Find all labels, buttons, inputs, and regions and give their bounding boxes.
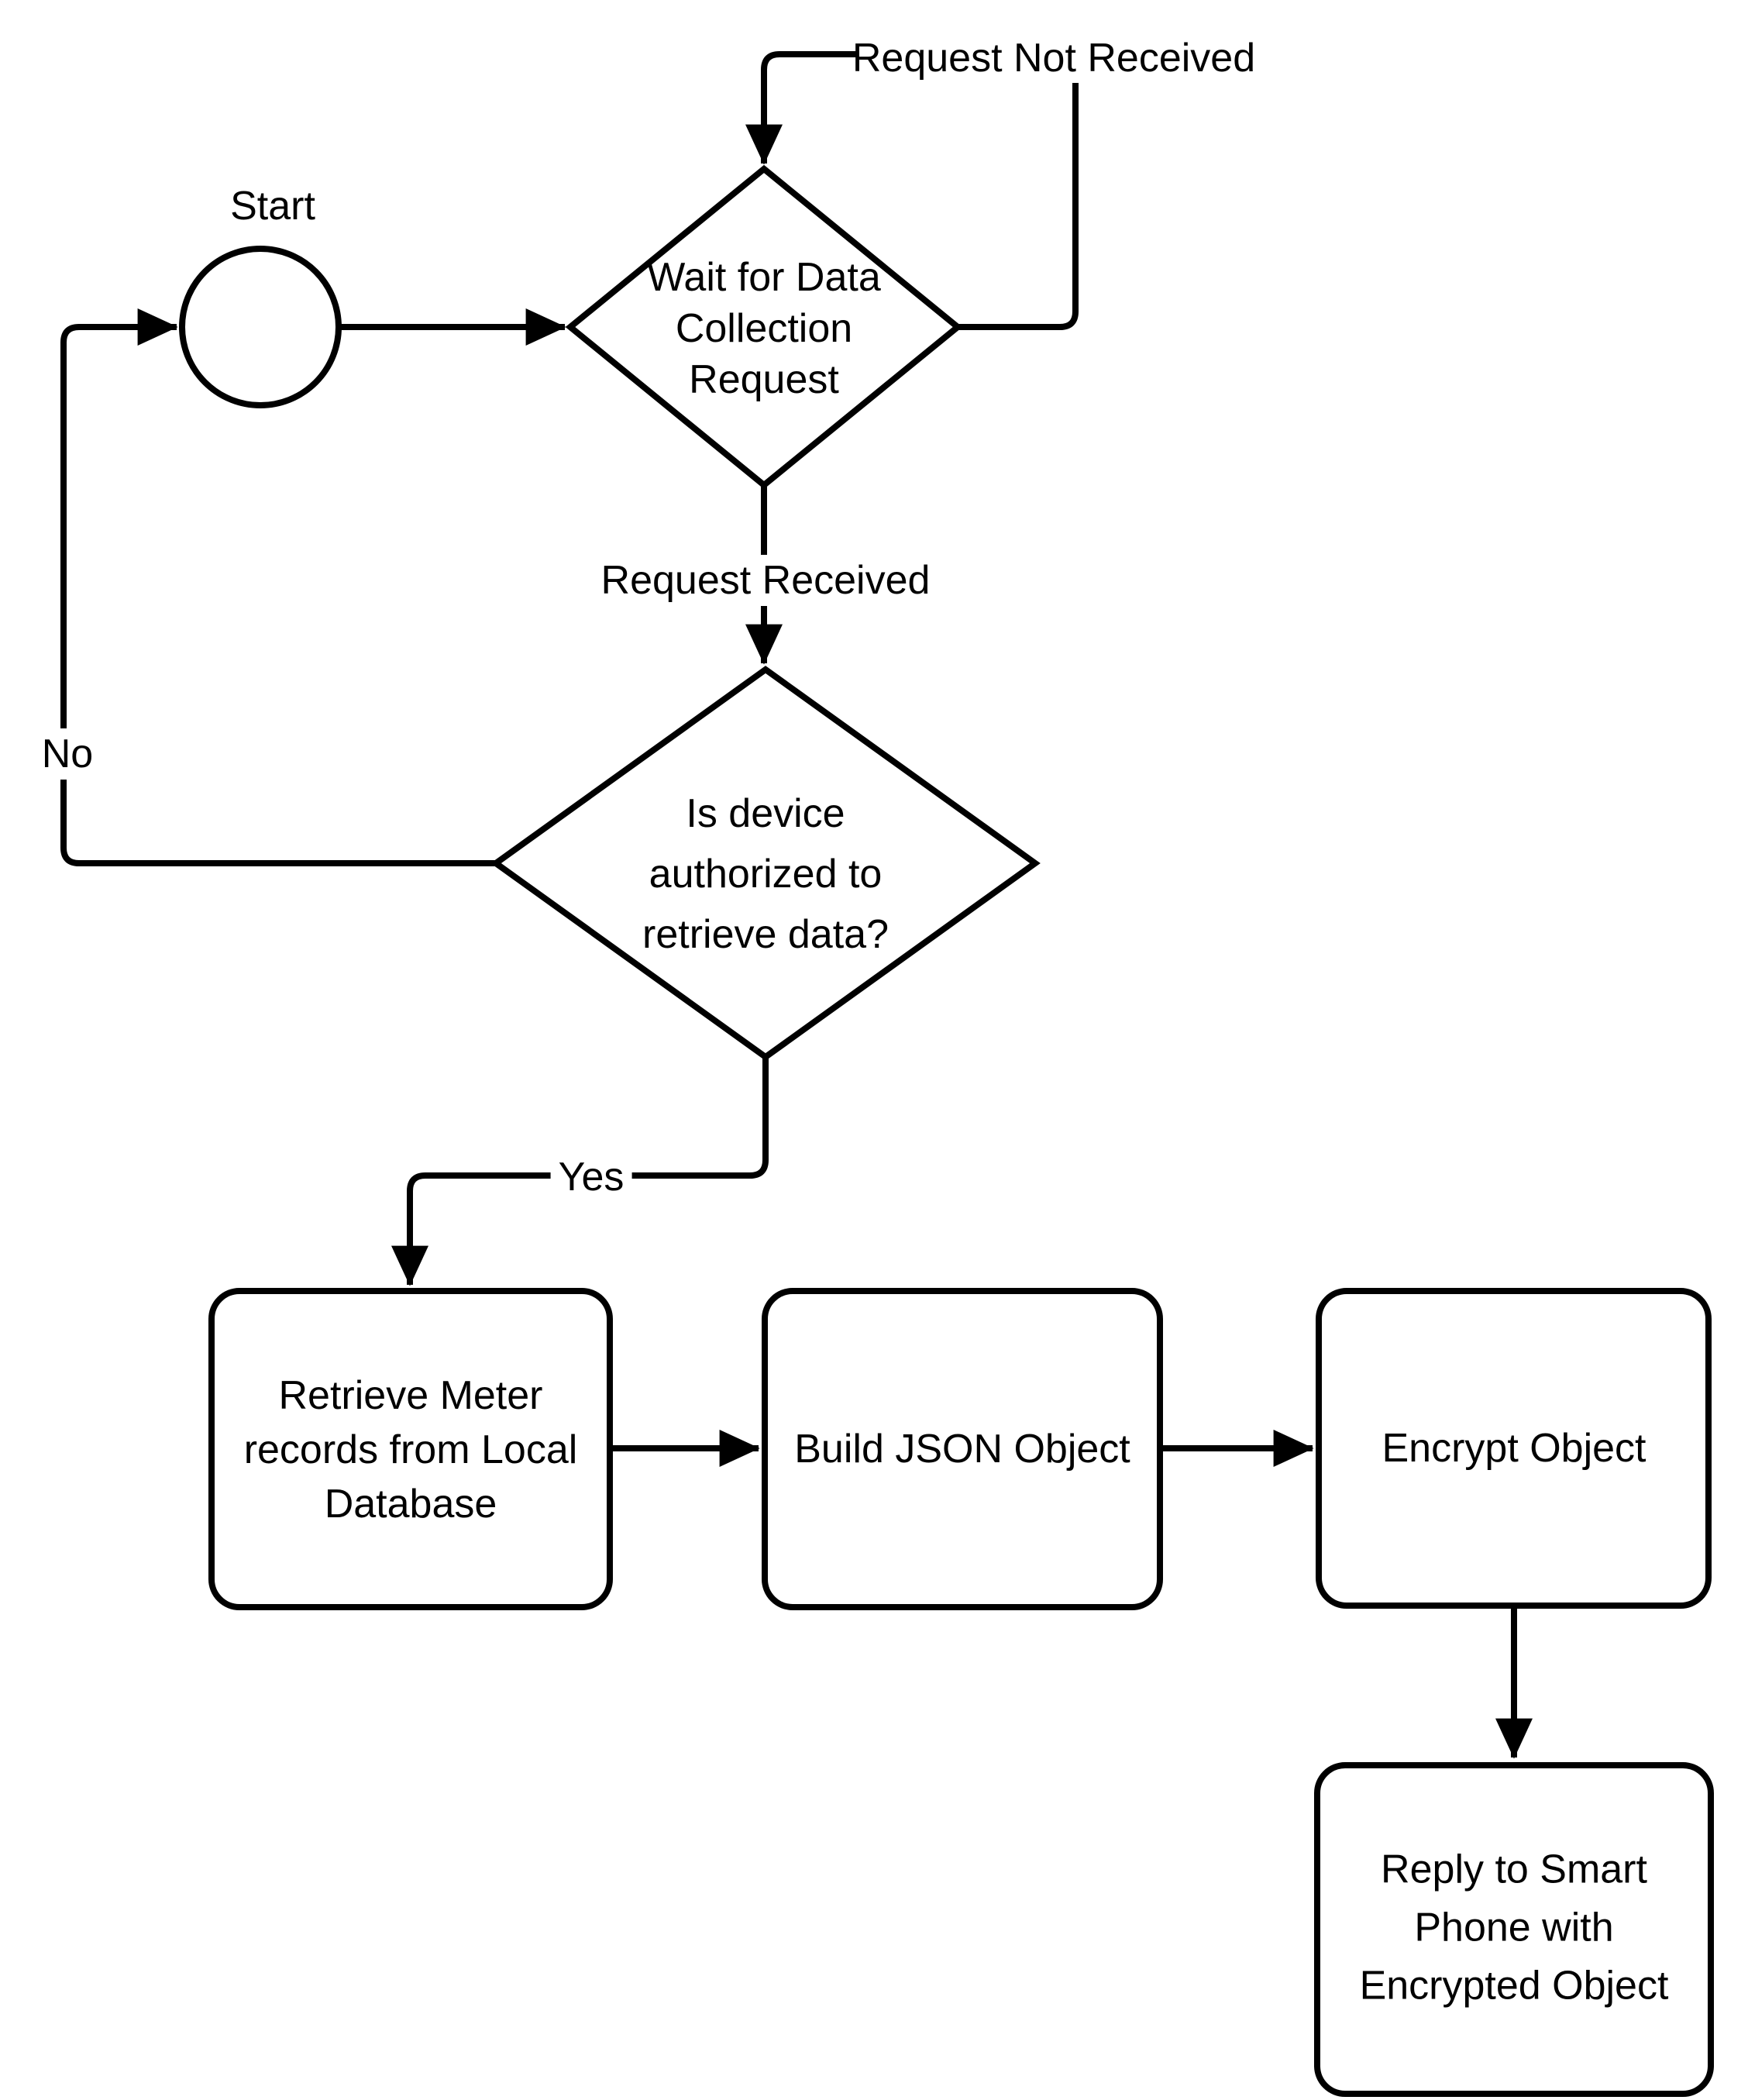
edge-label-request-not-received: Request Not Received	[852, 36, 1256, 81]
wait-node-label: Wait for Data Collection Request	[647, 255, 881, 402]
edge-wait-loop-in	[745, 51, 858, 165]
reply-process-box	[1314, 1762, 1714, 2097]
retrieve-process-box	[208, 1288, 613, 1610]
edge-label-request-received: Request Received	[593, 555, 938, 606]
edge-label-yes: Yes	[550, 1152, 632, 1203]
retrieve-node-label: Retrieve Meter records from Local Databa…	[243, 1373, 578, 1527]
build-node-label: Build JSON Object	[794, 1427, 1130, 1472]
encrypt-process-box	[1316, 1288, 1712, 1609]
reply-node-label: Reply to Smart Phone with Encrypted Obje…	[1359, 1847, 1669, 2009]
authorized-decision-diamond	[490, 666, 1041, 1061]
edge-no-return	[60, 308, 496, 866]
edge-label-no: No	[33, 728, 102, 780]
start-node-circle	[179, 246, 342, 408]
wait-decision-diamond	[565, 164, 963, 490]
edge-wait-loop-out	[958, 83, 1079, 330]
authorized-node-label: Is device authorized to retrieve data?	[642, 791, 889, 957]
build-process-box	[762, 1288, 1163, 1610]
start-node-label: Start	[230, 184, 315, 229]
encrypt-node-label: Encrypt Object	[1382, 1426, 1646, 1471]
